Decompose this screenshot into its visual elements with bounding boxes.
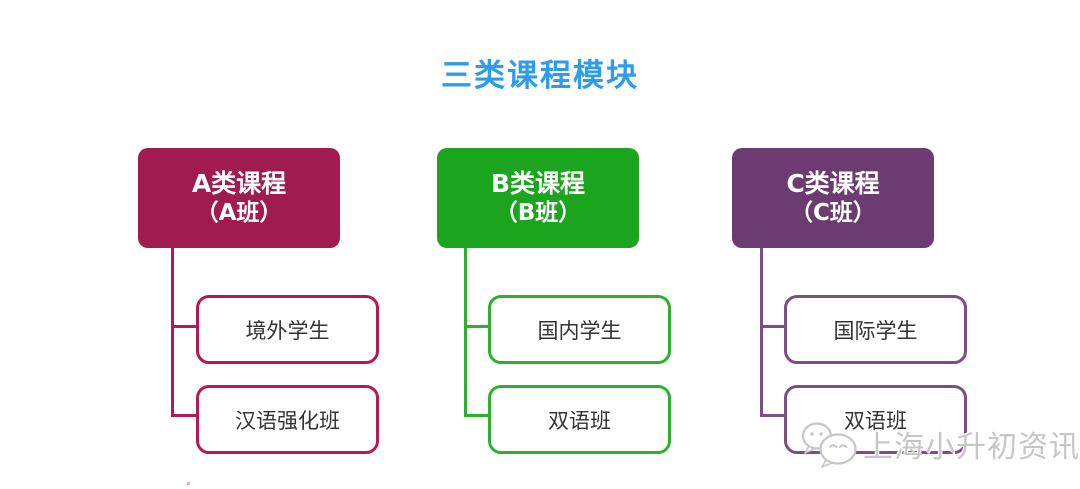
connector-b-stub-2: [464, 414, 490, 417]
connector-c-stub-1: [760, 325, 786, 328]
group-c: C类课程 （C班） 国际学生 双语班: [732, 148, 972, 458]
node-a-child-2: 汉语强化班: [196, 385, 379, 454]
node-a-child-1: 境外学生: [196, 295, 379, 364]
node-a-label: A类课程: [191, 169, 287, 198]
group-b: B类课程 （B班） 国内学生 双语班: [437, 148, 677, 458]
watermark-text: 上海小升初资讯: [863, 430, 1080, 465]
node-b-sublabel: （B班）: [494, 200, 582, 227]
node-b-parent: B类课程 （B班）: [437, 148, 639, 248]
node-c-sublabel: （C班）: [790, 200, 876, 227]
node-a-sublabel: （A班）: [195, 200, 283, 227]
connector-c-vertical: [760, 248, 763, 417]
node-b-child-1-label: 国内学生: [537, 318, 622, 343]
wechat-icon: [801, 422, 857, 468]
connector-a-stub-2: [171, 414, 198, 417]
node-c-parent: C类课程 （C班）: [732, 148, 934, 248]
node-a-child-1-label: 境外学生: [245, 318, 330, 343]
connector-c-stub-2: [760, 414, 786, 417]
node-a-parent: A类课程 （A班）: [138, 148, 340, 248]
node-b-label: B类课程: [490, 169, 586, 198]
node-b-child-2-label: 双语班: [548, 408, 611, 433]
connector-a-stub-1: [171, 325, 198, 328]
watermark: 上海小升初资讯: [801, 420, 1080, 468]
node-a-child-2-label: 汉语强化班: [235, 408, 340, 433]
node-b-child-2: 双语班: [488, 385, 671, 454]
connector-a-vertical: [171, 248, 174, 417]
diagram-title: 三类课程模块: [441, 58, 639, 94]
connector-b-stub-1: [464, 325, 490, 328]
node-c-child-1: 国际学生: [784, 295, 967, 364]
node-b-child-1: 国内学生: [488, 295, 671, 364]
node-c-child-2-label: 双语班: [844, 408, 907, 433]
connector-b-vertical: [464, 248, 467, 417]
group-a: A类课程 （A班） 境外学生 汉语强化班: [138, 148, 379, 458]
artifact-dot: [187, 482, 190, 485]
node-c-label: C类课程: [786, 169, 880, 198]
node-c-child-1-label: 国际学生: [833, 318, 918, 343]
